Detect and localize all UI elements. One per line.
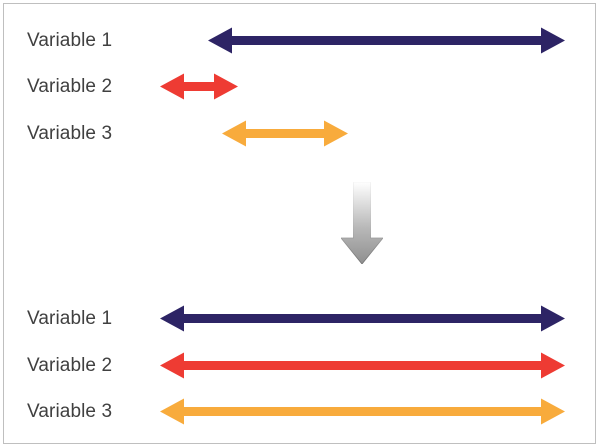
top-row-3-label: Variable 3 xyxy=(27,123,113,144)
top-row-2-arrow-red xyxy=(160,73,238,100)
top-row-3-arrow-orange xyxy=(222,120,348,147)
bottom-row-1-label: Variable 1 xyxy=(27,308,113,329)
top-row-2-label: Variable 2 xyxy=(27,76,113,97)
transition-down-arrow-icon xyxy=(341,182,383,264)
bottom-row-3-arrow-orange xyxy=(160,398,565,425)
bottom-row-2-arrow-red xyxy=(160,352,565,379)
bottom-row-2-label: Variable 2 xyxy=(27,355,113,376)
diagram-border xyxy=(3,3,596,444)
bottom-row-3-label: Variable 3 xyxy=(27,401,113,422)
top-row-1-arrow-navy xyxy=(208,27,565,54)
bottom-row-1-arrow-navy xyxy=(160,305,565,332)
top-row-1-label: Variable 1 xyxy=(27,30,113,51)
